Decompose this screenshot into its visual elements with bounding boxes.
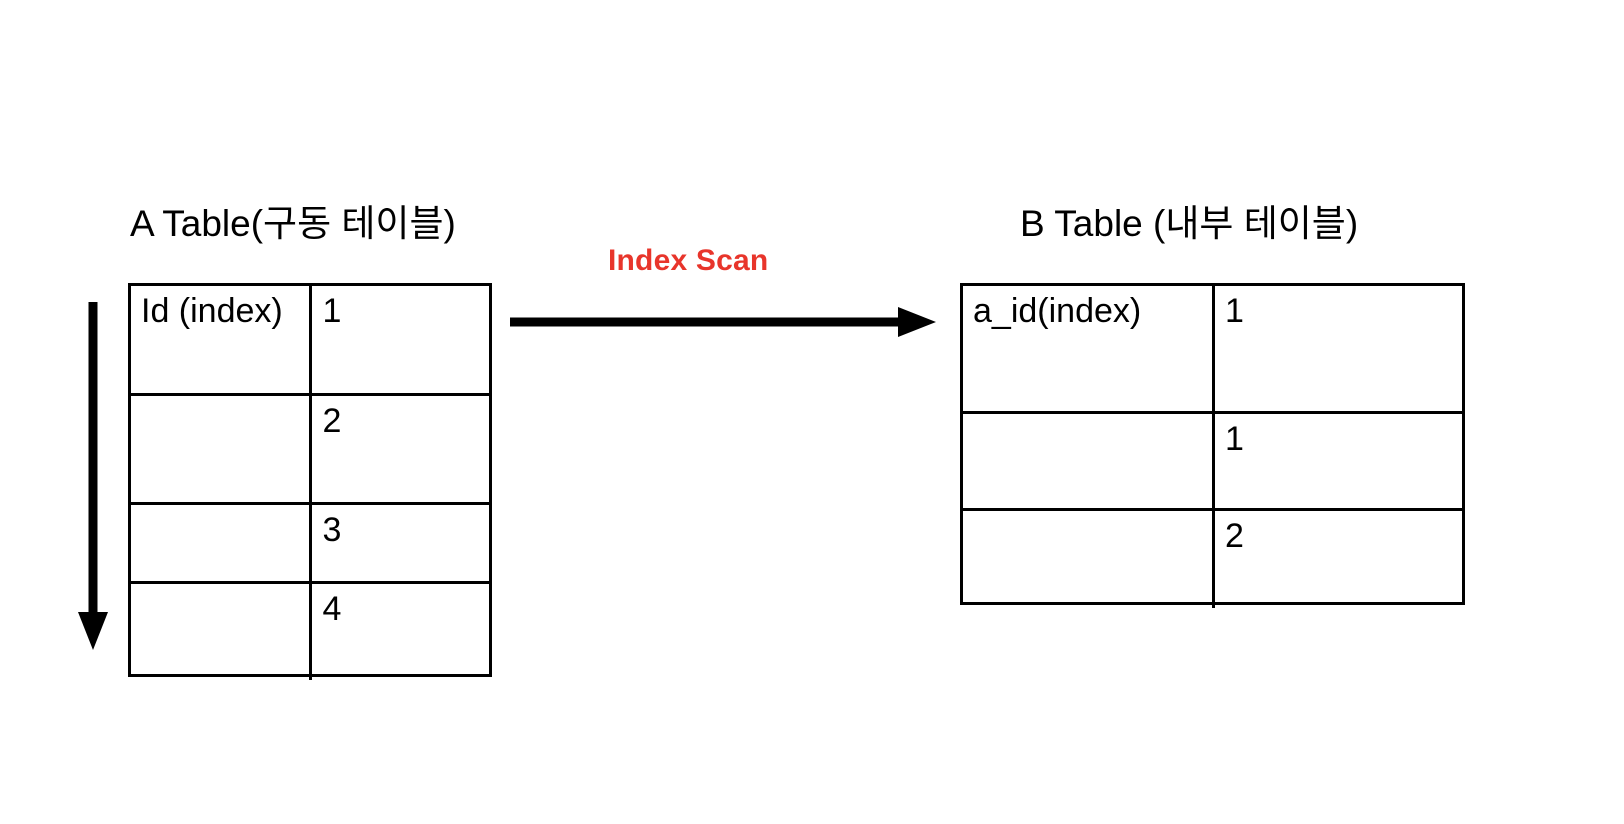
table-a-cell-col2-row2: 3 bbox=[322, 511, 342, 549]
table-b-cell-col1-row0: a_id(index) bbox=[963, 286, 1215, 411]
table-b-cell-col1-row2 bbox=[963, 511, 1215, 608]
table-b-cell-col2-row0: 1 bbox=[1225, 292, 1244, 330]
table-b: a_id(index) 1 1 2 bbox=[960, 283, 1465, 608]
table-a-cell-col2-row1: 2 bbox=[322, 402, 342, 440]
table-a-cell-col2-row0: 1 bbox=[322, 292, 342, 330]
table-b-title: B Table (내부 테이블) bbox=[1020, 203, 1359, 244]
table-row: 2 bbox=[963, 511, 1462, 608]
table-row: 1 bbox=[963, 414, 1462, 511]
table-row: a_id(index) 1 bbox=[963, 286, 1462, 414]
table-row: 4 bbox=[131, 584, 489, 680]
table-a-cell-col1-row0: Id (index) bbox=[131, 286, 313, 393]
row-iteration-arrow-icon bbox=[78, 302, 108, 650]
table-b-cell-col1-row1 bbox=[963, 414, 1215, 508]
table-a-cell-col1-row3 bbox=[131, 584, 313, 680]
table-a: Id (index) 1 2 3 4 bbox=[128, 283, 492, 680]
table-a-cell-col1-row1 bbox=[131, 396, 313, 502]
table-a-cell-col2-row3: 4 bbox=[322, 590, 342, 628]
index-scan-label: Index Scan bbox=[608, 244, 769, 277]
table-row: 3 bbox=[131, 505, 489, 584]
table-row: Id (index) 1 bbox=[131, 286, 489, 396]
table-b-cell-col2-row1: 1 bbox=[1225, 420, 1244, 458]
table-b-cell-col2-row2: 2 bbox=[1225, 517, 1244, 555]
table-a-title: A Table(구동 테이블) bbox=[130, 203, 456, 244]
index-scan-arrow-icon bbox=[510, 307, 936, 337]
table-a-cell-col1-row2 bbox=[131, 505, 313, 581]
table-row: 2 bbox=[131, 396, 489, 505]
